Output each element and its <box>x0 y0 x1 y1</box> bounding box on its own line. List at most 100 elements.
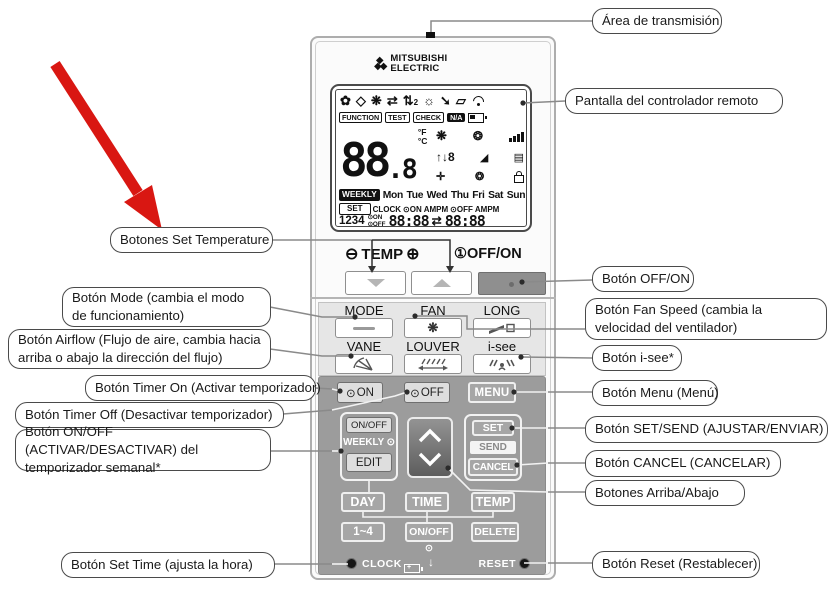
vane-flap-icon: ▱ <box>455 92 466 108</box>
callout-weekly-onoff: Botón ON/OFF (ACTIVAR/DESACTIVAR) del te… <box>15 424 271 475</box>
vane-label: VANE <box>346 339 382 354</box>
power-icon: ① <box>454 246 467 262</box>
louver-icon <box>418 357 448 371</box>
reset-button[interactable] <box>519 558 530 569</box>
airflow-steps: ↑↓8 <box>436 150 455 164</box>
up-triangle-icon <box>432 279 451 287</box>
mode-dash-icon <box>353 326 375 330</box>
louver-label: LOUVER <box>406 339 460 354</box>
cancel-button[interactable]: CANCEL <box>468 458 518 476</box>
timer-on-button[interactable]: ⊙ON <box>337 382 383 403</box>
fan-bars-icon <box>509 131 524 142</box>
callout-airflow: Botón Airflow (Flujo de aire, cambia hac… <box>8 329 271 369</box>
isee-button[interactable] <box>473 354 531 374</box>
long-airflow-button-icon <box>487 322 517 335</box>
unit-c: °C <box>417 136 428 147</box>
temp-down-button[interactable] <box>345 271 406 295</box>
day-mon: Mon <box>382 189 404 201</box>
long-label: LONG <box>483 303 521 318</box>
lcd-function-row: FUNCTION TEST CHECK N/A <box>339 111 523 124</box>
lcd-clock-row: SET CLOCK ⊙ON AMPM ⊙OFF AMPM <box>339 202 524 216</box>
test-chip: TEST <box>385 111 410 124</box>
up-down-button[interactable] <box>407 417 453 478</box>
timer-clock-icon: ⊙ <box>346 387 356 400</box>
weekly-onoff-button[interactable]: ON/OFF <box>346 417 392 433</box>
clock-on: ⊙ON <box>403 204 422 214</box>
callout-transmission-area: Área de transmisión <box>592 8 722 34</box>
temp-label: TEMP <box>361 245 404 263</box>
battery-down-arrow-icon: ↓ <box>428 555 434 569</box>
purifier-icon: ❂ <box>472 129 483 143</box>
fan-speed-icon: ❋ <box>436 128 447 143</box>
louver-swing-icon: ▤ <box>513 151 524 164</box>
time-button[interactable]: TIME <box>405 492 449 512</box>
day-sun: Sun <box>506 189 526 201</box>
vane-button[interactable] <box>335 354 393 374</box>
weekly-clock-icon: ⊙ <box>386 437 395 448</box>
clock-label: CLOCK <box>362 558 402 570</box>
circulate-mode-icon: ⇄ <box>386 92 398 108</box>
temp-button[interactable]: TEMP <box>471 492 515 512</box>
check-chip: CHECK <box>412 111 445 124</box>
temp-plus-icon: ⊕ <box>406 246 420 263</box>
clock-button[interactable] <box>346 558 357 569</box>
delete-button[interactable]: DELETE <box>471 522 519 542</box>
unit-f: °F <box>417 127 427 137</box>
up-chevron-icon <box>418 428 442 443</box>
timer-off-button[interactable]: ⊙OFF <box>404 382 450 403</box>
offon-button-dot <box>509 282 514 287</box>
weekly-group <box>340 412 398 481</box>
fan-button[interactable]: ❋ <box>404 318 462 338</box>
brand-line1: MITSUBISHI <box>390 53 448 65</box>
time-start: 88:88 <box>388 212 429 230</box>
menu-button[interactable]: MENU <box>468 382 516 403</box>
day-thu: Thu <box>450 189 469 201</box>
heat-mode-icon: ☼ <box>423 93 435 108</box>
callout-mode: Botón Mode (cambia el modo de funcionami… <box>62 287 271 327</box>
remote-display-lcd <box>335 89 527 227</box>
onoff-button[interactable]: ON/OFF <box>405 522 453 542</box>
lcd-days-row: WEEKLY Mon Tue Wed Thu Fri Sat Sun <box>339 188 526 202</box>
lcd-time-row: 1234 ⊙ON ⊙OFF 88:88 ⇄ 88:88 <box>339 212 524 230</box>
long-button[interactable] <box>473 318 531 338</box>
weekly-chip: WEEKLY <box>339 189 380 201</box>
function-chip: FUNCTION <box>339 111 383 124</box>
tiny-off: ⊙OFF <box>367 221 386 228</box>
day-button[interactable]: DAY <box>341 492 385 512</box>
brand-logo: ◆◆◆ MITSUBISHI ELECTRIC <box>374 50 494 78</box>
set-chip: SET <box>339 202 371 216</box>
offon-button[interactable] <box>478 272 546 295</box>
clock-off: ⊙OFF <box>450 204 473 214</box>
mode-label: MODE <box>344 303 384 318</box>
day-tue: Tue <box>406 189 424 201</box>
weekly-label: WEEKLY ⊙ <box>343 437 395 448</box>
ampm-1: AMPM <box>423 204 449 214</box>
mode-button[interactable] <box>335 318 393 338</box>
auto-mode-icon: ✿ <box>340 92 351 108</box>
edit-button[interactable]: EDIT <box>346 453 392 472</box>
clock-label: CLOCK <box>372 204 402 214</box>
callout-display: Pantalla del controlador remoto <box>565 88 783 114</box>
battery-replace-icon <box>404 564 423 573</box>
one-four-button[interactable]: 1~4 <box>341 522 385 542</box>
vane-icon <box>352 357 376 371</box>
red-arrow <box>50 61 162 230</box>
callout-reset: Botón Reset (Restablecer) <box>592 551 760 578</box>
remote-display <box>330 84 532 232</box>
signal-icon <box>471 95 484 107</box>
temperature-decimal: .8 <box>387 154 417 185</box>
callout-timer-off: Botón Timer Off (Desactivar temporizador… <box>15 402 284 428</box>
louver-button[interactable] <box>404 354 462 374</box>
send-label: SEND <box>470 441 516 454</box>
case-split-line <box>310 297 556 299</box>
callout-set-send: Botón SET/SEND (AJUSTAR/ENVIAR) <box>585 416 828 443</box>
na-chip: N/A <box>447 112 466 123</box>
timer-keys: 1234 <box>339 215 365 227</box>
lcd-main-row: 88 .8 °F °C ❋ ❂ ↑↓8 ◢ ▤ ✛ ❂ <box>340 126 524 185</box>
down-triangle-icon <box>366 279 385 287</box>
set-button[interactable]: SET <box>472 420 514 436</box>
day-wed: Wed <box>426 189 448 201</box>
time-arrow-icon: ⇄ <box>431 214 442 228</box>
temp-up-button[interactable] <box>411 271 472 295</box>
